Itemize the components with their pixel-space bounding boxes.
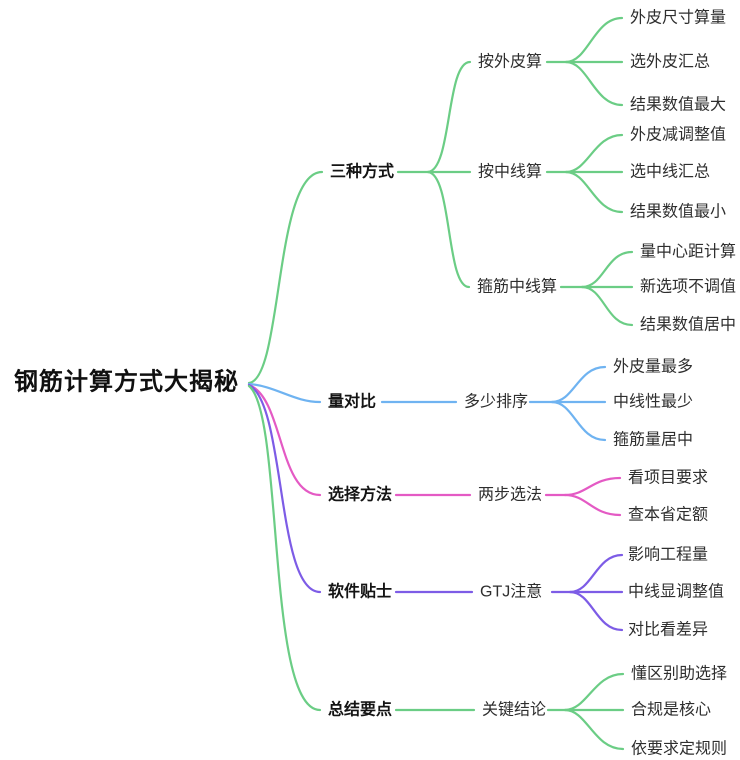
node-mid-line-calc[interactable]: 按中线算 — [478, 163, 543, 181]
edge-gtj-leaf2 — [568, 590, 624, 632]
edge-outer-skin-leaf2 — [564, 60, 624, 107]
leaf-node[interactable]: 查本省定额 — [628, 506, 709, 524]
edge-sort-leaf0 — [550, 365, 607, 404]
leaf-node[interactable]: 中线性最少 — [613, 393, 694, 411]
edge-mid-line-leaf2 — [564, 170, 624, 214]
leaf-node[interactable]: 影响工程量 — [628, 546, 709, 564]
leaf-node[interactable]: 看项目要求 — [628, 469, 709, 487]
leaf-node[interactable]: 懂区别助选择 — [631, 665, 728, 683]
edge-twostep-leaf0 — [563, 476, 622, 497]
leaf-node[interactable]: 箍筋量居中 — [613, 431, 694, 449]
edge-conclusion-leaf0 — [563, 672, 625, 712]
node-gtj-note[interactable]: GTJ注意 — [480, 583, 543, 601]
leaf-node[interactable]: 外皮量最多 — [613, 358, 694, 376]
edge-conclusion-leaf2 — [563, 708, 625, 751]
edge-root-to-branch2 — [247, 383, 322, 497]
edge-branch0-child2 — [426, 170, 471, 289]
edge-root-to-branch4 — [247, 384, 322, 712]
node-quantity-sort[interactable]: 多少排序 — [464, 393, 529, 411]
leaf-node[interactable]: 结果数值居中 — [640, 316, 737, 334]
edge-sort-leaf2 — [550, 400, 607, 442]
node-key-conclusion[interactable]: 关键结论 — [482, 701, 547, 719]
leaf-node[interactable]: 对比看差异 — [628, 621, 709, 639]
branch-software-tips[interactable]: 软件贴士 — [328, 583, 393, 601]
edge-stirrup-leaf0 — [580, 250, 634, 289]
leaf-node[interactable]: 结果数值最大 — [630, 96, 727, 114]
node-two-step-select[interactable]: 两步选法 — [478, 486, 543, 504]
branch-three-ways[interactable]: 三种方式 — [330, 163, 395, 181]
edge-gtj-leaf0 — [568, 553, 624, 594]
leaf-node[interactable]: 外皮尺寸算量 — [630, 9, 727, 27]
leaf-node[interactable]: 选中线汇总 — [630, 163, 711, 181]
edge-stirrup-leaf2 — [580, 285, 634, 327]
branch-quantity-compare[interactable]: 量对比 — [328, 393, 377, 411]
edge-root-to-branch3 — [247, 383, 322, 594]
leaf-node[interactable]: 中线显调整值 — [628, 583, 725, 601]
node-stirrup-mid-line[interactable]: 箍筋中线算 — [477, 278, 558, 296]
leaf-node[interactable]: 外皮减调整值 — [630, 126, 727, 144]
edge-mid-line-leaf0 — [564, 133, 624, 174]
leaf-node[interactable]: 合规是核心 — [631, 701, 712, 719]
leaf-node[interactable]: 选外皮汇总 — [630, 53, 711, 71]
edge-twostep-leaf1 — [563, 493, 622, 517]
edge-branch0-child0 — [426, 60, 472, 174]
edge-root-to-branch0 — [247, 170, 324, 385]
root-topic[interactable]: 钢筋计算方式大揭秘 — [14, 368, 239, 396]
leaf-node[interactable]: 量中心距计算 — [640, 243, 737, 261]
branch-choose-method[interactable]: 选择方法 — [328, 486, 393, 504]
node-outer-skin-calc[interactable]: 按外皮算 — [478, 53, 543, 71]
leaf-node[interactable]: 依要求定规则 — [631, 740, 728, 758]
edge-root-to-branch1 — [247, 382, 322, 404]
branch-summary-points[interactable]: 总结要点 — [328, 701, 393, 719]
leaf-node[interactable]: 结果数值最小 — [630, 203, 727, 221]
edge-outer-skin-leaf0 — [564, 16, 624, 64]
leaf-node[interactable]: 新选项不调值 — [640, 278, 737, 296]
